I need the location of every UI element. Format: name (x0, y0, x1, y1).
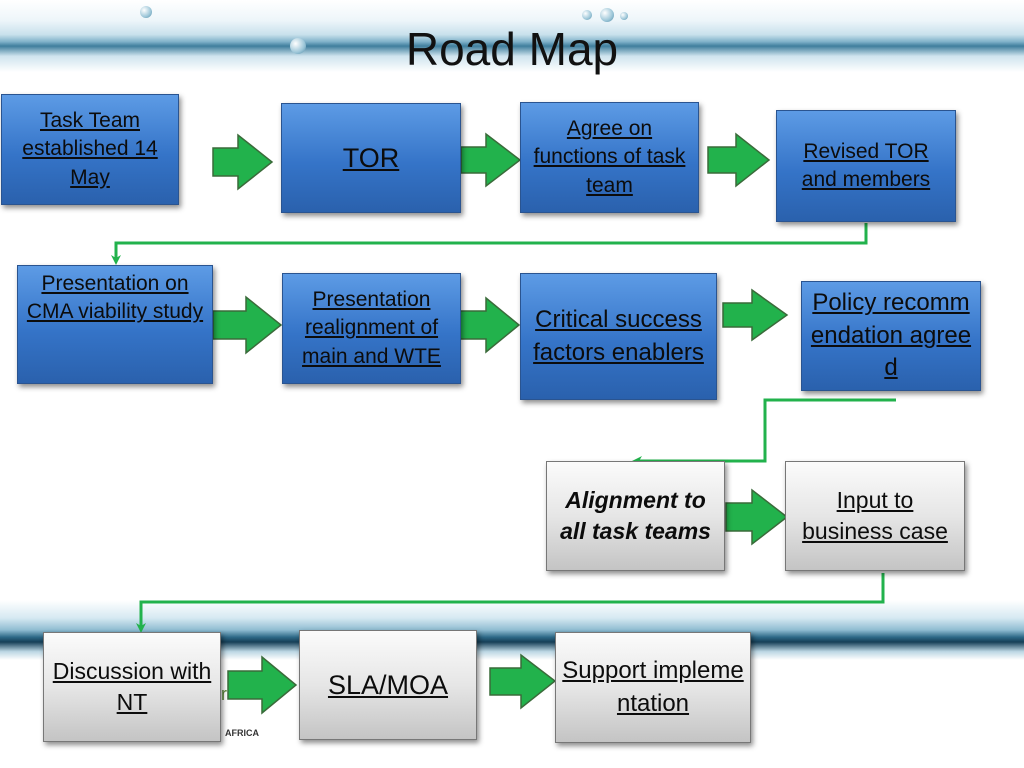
water-droplet (600, 8, 614, 22)
block-arrow (212, 133, 274, 191)
water-droplet (620, 12, 628, 20)
step-presentation-realignment[interactable]: Presentation realignment of main and WTE (282, 273, 461, 384)
step-sla-moa[interactable]: SLA/MOA (299, 630, 477, 740)
step-discussion-nt[interactable]: Discussion with NT (43, 632, 221, 742)
logo-fragment-letter: r (221, 684, 227, 704)
step-agree-functions[interactable]: Agree on functions of task team (520, 102, 699, 213)
step-policy-recommendation[interactable]: Policy recommendation agreed (801, 281, 981, 391)
block-arrow (722, 288, 789, 342)
block-arrow (725, 488, 789, 546)
step-alignment[interactable]: Alignment to all task teams (546, 461, 725, 571)
step-critical-success[interactable]: Critical success factors enablers (520, 273, 717, 400)
logo-fragment-text: AFRICA (225, 728, 259, 738)
step-input-business-case[interactable]: Input to business case (785, 461, 965, 571)
block-arrow (227, 655, 298, 715)
block-arrow (212, 295, 283, 355)
water-droplet (140, 6, 152, 18)
step-presentation-cma[interactable]: Presentation on CMA viability study (17, 265, 213, 384)
water-banner-top (0, 0, 1024, 72)
block-arrow (459, 296, 521, 354)
step-task-team[interactable]: Task Team established 14 May (1, 94, 179, 205)
block-arrow (707, 132, 771, 188)
connector-line (632, 398, 896, 466)
water-droplet (290, 38, 306, 54)
step-revised-tor[interactable]: Revised TOR and members (776, 110, 956, 222)
connector-line (111, 223, 868, 265)
step-tor[interactable]: TOR (281, 103, 461, 213)
step-support-implementation[interactable]: Support implementation (555, 632, 751, 743)
block-arrow (460, 132, 522, 188)
connector-line (136, 573, 885, 633)
water-droplet (582, 10, 592, 20)
slide-title: Road Map (405, 23, 619, 75)
block-arrow (489, 653, 557, 710)
